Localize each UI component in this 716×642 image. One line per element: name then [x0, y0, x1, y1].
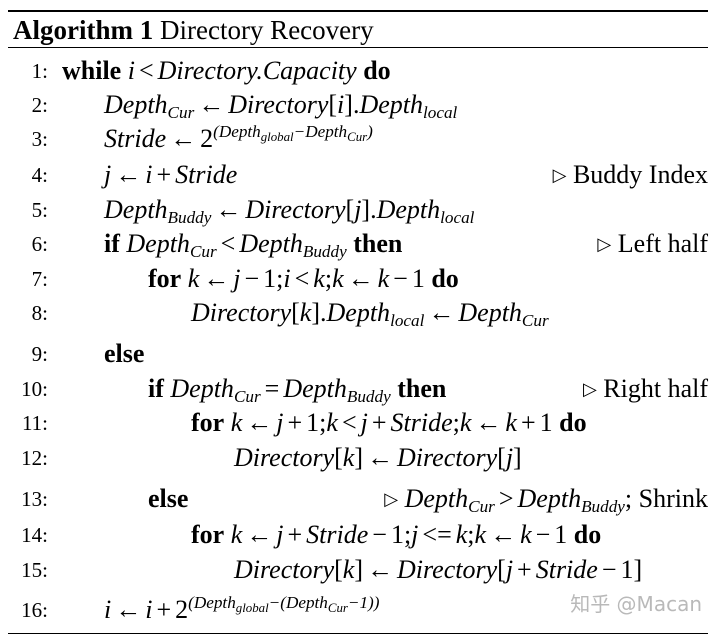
caption-rule [8, 47, 708, 48]
top-rule [8, 10, 708, 12]
line-code: for k←j−1;i<k;k←k−1 do [148, 264, 459, 293]
comment-triangle-icon: ▷ [582, 379, 597, 399]
algorithm-line-13: 13: else ▷ DepthCur>DepthBuddy; Shrink [0, 482, 716, 516]
line-code: else [148, 484, 189, 513]
line-code: if DepthCur<DepthBuddy then [104, 229, 403, 262]
algorithm-line-11: 11: for k←j+1;k<j+Stride;k←k+1 do [0, 406, 716, 440]
line-number: 1: [31, 59, 48, 83]
line-code: DepthBuddy←Directory[j].Depthlocal [104, 195, 475, 228]
watermark: 知乎 @Macan [570, 592, 702, 616]
algorithm-line-1: 1: while i<Directory.Capacity do [0, 54, 716, 88]
algorithm-line-2: 2: DepthCur←Directory[i].Depthlocal [0, 88, 716, 122]
line-number: 10: [21, 377, 48, 401]
line-code: for k←j+Stride−1;j<=k;k←k−1 do [191, 520, 602, 549]
line-comment: ▷ Left half [597, 229, 708, 258]
line-code: i←i+2(Depthglobal−(DepthCur−1)) [104, 592, 380, 624]
line-number: 8: [31, 301, 48, 325]
line-code: Directory[k].Depthlocal←DepthCur [191, 298, 549, 331]
line-code: j←i+Stride [104, 160, 238, 189]
line-number: 11: [21, 411, 48, 435]
comment-triangle-icon: ▷ [552, 165, 567, 185]
line-number: 16: [21, 598, 48, 622]
algorithm-line-7: 7: for k←j−1;i<k;k←k−1 do [0, 262, 716, 296]
line-number: 3: [31, 127, 48, 151]
line-number: 5: [31, 198, 48, 222]
algorithm-line-3: 3: Stride←2(Depthglobal−DepthCur) [0, 122, 716, 156]
algorithm-line-5: 5: DepthBuddy←Directory[j].Depthlocal [0, 193, 716, 227]
line-comment: ▷ DepthCur>DepthBuddy; Shrink [384, 484, 708, 517]
line-code: while i<Directory.Capacity do [62, 56, 391, 85]
algorithm-label: Algorithm 1 [13, 15, 154, 45]
algorithm-line-16: 16: i←i+2(Depthglobal−(DepthCur−1)) [0, 593, 716, 627]
algorithm-line-15: 15: Directory[k]←Directory[j+Stride−1] [0, 553, 716, 587]
line-code: Directory[k]←Directory[j+Stride−1] [234, 555, 643, 584]
bottom-rule [8, 633, 708, 634]
algorithm-line-9: 9: else [0, 337, 716, 371]
line-number: 14: [21, 523, 48, 547]
line-code: DepthCur←Directory[i].Depthlocal [104, 90, 458, 123]
line-code: for k←j+1;k<j+Stride;k←k+1 do [191, 408, 587, 437]
line-number: 7: [31, 267, 48, 291]
line-number: 2: [31, 93, 48, 117]
line-number: 12: [21, 446, 48, 470]
algorithm-line-8: 8: Directory[k].Depthlocal←DepthCur [0, 296, 716, 330]
line-code: if DepthCur=DepthBuddy then [148, 374, 447, 407]
line-comment: ▷ Right half [582, 374, 708, 403]
line-code: Directory[k]←Directory[j] [234, 443, 522, 472]
line-comment: ▷ Buddy Index [552, 160, 708, 189]
line-number: 13: [21, 487, 48, 511]
algorithm-line-4: 4: j←i+Stride ▷ Buddy Index [0, 158, 716, 192]
comment-triangle-icon: ▷ [597, 234, 612, 254]
line-code: Stride←2(Depthglobal−DepthCur) [104, 121, 373, 153]
algorithm-line-6: 6: if DepthCur<DepthBuddy then ▷ Left ha… [0, 227, 716, 261]
algorithm-title: Directory Recovery [159, 15, 374, 45]
line-number: 6: [31, 232, 48, 256]
line-number: 9: [31, 342, 48, 366]
algorithm-line-10: 10: if DepthCur=DepthBuddy then ▷ Right … [0, 372, 716, 406]
line-number: 4: [31, 163, 48, 187]
line-code: else [104, 339, 145, 368]
algorithm-line-14: 14: for k←j+Stride−1;j<=k;k←k−1 do [0, 518, 716, 552]
line-number: 15: [21, 558, 48, 582]
algorithm-caption: Algorithm 1 Directory Recovery [13, 13, 374, 47]
algorithm-line-12: 12: Directory[k]←Directory[j] [0, 441, 716, 475]
comment-triangle-icon: ▷ [384, 489, 399, 509]
